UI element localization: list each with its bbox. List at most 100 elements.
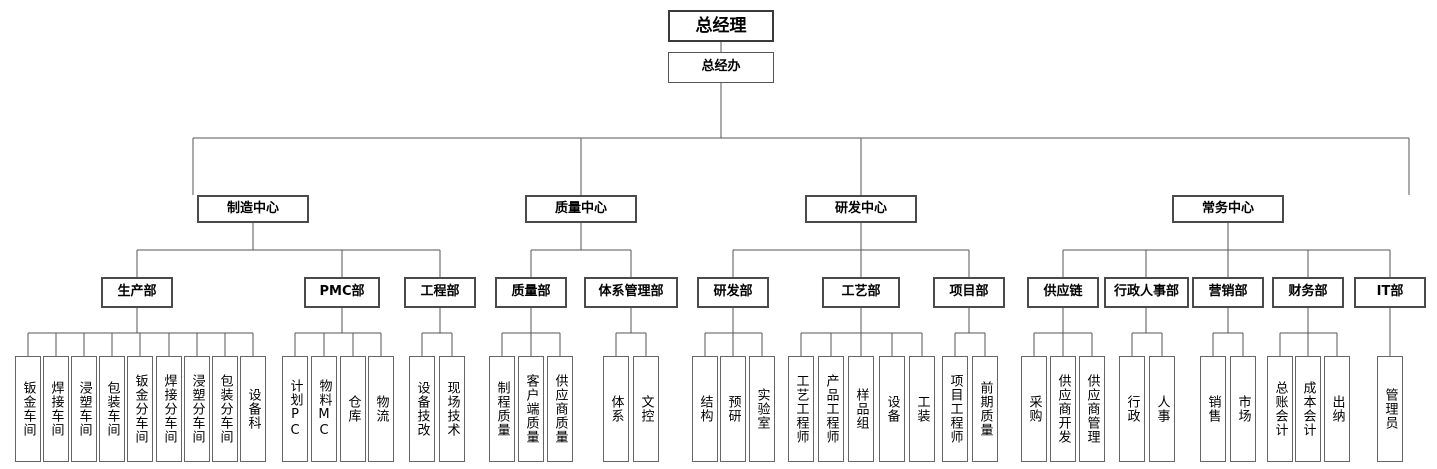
node-team-sample-group[interactable]: 样品组	[848, 356, 874, 462]
node-label: 质量部	[511, 284, 551, 300]
node-team-material-mc[interactable]: 物料MC	[311, 356, 337, 462]
node-label: 文控	[638, 395, 654, 423]
node-label: 项目部	[949, 284, 989, 300]
node-team-dip-coating-sub-workshop[interactable]: 浸塑分车间	[184, 356, 210, 462]
node-gm-office[interactable]: 总经办	[668, 52, 774, 83]
node-team-packaging-workshop[interactable]: 包装车间	[99, 356, 125, 462]
node-label: 预研	[725, 395, 741, 423]
node-label: 研发中心	[834, 200, 887, 216]
node-label: 钣金分车间	[132, 374, 148, 444]
node-label: 常务中心	[1201, 200, 1254, 216]
node-team-planning-pc[interactable]: 计划PC	[282, 356, 308, 462]
node-team-logistics[interactable]: 物流	[368, 356, 394, 462]
node-team-administration[interactable]: 行政	[1119, 356, 1145, 462]
node-dept-finance[interactable]: 财务部	[1272, 277, 1344, 308]
node-team-cost-accounting[interactable]: 成本会计	[1295, 356, 1321, 462]
node-team-equipment-upgrade[interactable]: 设备技改	[409, 356, 435, 462]
node-label: 物流	[373, 395, 389, 423]
node-team-welding-sub-workshop[interactable]: 焊接分车间	[156, 356, 182, 462]
node-team-administrator[interactable]: 管理员	[1377, 356, 1403, 462]
node-label: 客户端质量	[523, 374, 539, 444]
node-dept-admin-hr[interactable]: 行政人事部	[1104, 277, 1189, 308]
node-team-process-quality[interactable]: 制程质量	[489, 356, 515, 462]
node-label: 总经办	[701, 59, 741, 75]
node-team-process-engineer[interactable]: 工艺工程师	[788, 356, 814, 462]
node-label: 市场	[1235, 395, 1251, 423]
node-label: 供应商开发	[1055, 374, 1071, 444]
node-team-pre-research[interactable]: 预研	[720, 356, 746, 462]
node-dept-quality[interactable]: 质量部	[495, 277, 567, 308]
node-label: 销售	[1205, 395, 1221, 423]
node-label: 结构	[697, 395, 713, 423]
node-dept-pmc[interactable]: PMC部	[304, 277, 380, 308]
node-dept-project[interactable]: 项目部	[933, 277, 1005, 308]
node-team-human-resources[interactable]: 人事	[1149, 356, 1175, 462]
node-center-rd[interactable]: 研发中心	[805, 195, 917, 223]
node-team-structure[interactable]: 结构	[692, 356, 718, 462]
node-label: 研发部	[713, 284, 753, 300]
node-label: 供应商管理	[1084, 374, 1100, 444]
node-team-laboratory[interactable]: 实验室	[749, 356, 775, 462]
node-team-equipment-section[interactable]: 设备科	[240, 356, 266, 462]
node-label: 项目工程师	[947, 374, 963, 444]
node-label: 财务部	[1288, 284, 1328, 300]
node-label: 供应链	[1043, 284, 1083, 300]
node-label: 行政人事部	[1113, 284, 1179, 300]
node-dept-marketing[interactable]: 营销部	[1192, 277, 1264, 308]
node-team-sheet-metal-workshop[interactable]: 钣金车间	[15, 356, 41, 462]
node-label: 产品工程师	[823, 374, 839, 444]
node-label: 设备科	[245, 388, 261, 430]
node-dept-it[interactable]: IT部	[1354, 277, 1426, 308]
node-label: 仓库	[345, 395, 361, 423]
node-dept-production[interactable]: 生产部	[101, 277, 173, 308]
node-team-supplier-management[interactable]: 供应商管理	[1079, 356, 1105, 462]
node-dept-supply-chain[interactable]: 供应链	[1027, 277, 1099, 308]
node-dept-engineering[interactable]: 工程部	[404, 277, 476, 308]
node-label: 人事	[1154, 395, 1170, 423]
node-center-manufacturing[interactable]: 制造中心	[197, 195, 309, 223]
node-label: 行政	[1124, 395, 1140, 423]
node-team-tooling[interactable]: 工装	[909, 356, 935, 462]
node-team-dip-coating-workshop[interactable]: 浸塑车间	[71, 356, 97, 462]
node-dept-rd[interactable]: 研发部	[697, 277, 769, 308]
node-label: 工艺工程师	[793, 374, 809, 444]
node-label: 计划PC	[287, 379, 303, 439]
node-label: 制程质量	[494, 381, 510, 437]
node-label: 营销部	[1208, 284, 1248, 300]
node-team-product-engineer[interactable]: 产品工程师	[818, 356, 844, 462]
node-center-executive[interactable]: 常务中心	[1172, 195, 1284, 223]
node-general-manager[interactable]: 总经理	[668, 10, 774, 42]
node-label: 前期质量	[977, 381, 993, 437]
node-team-welding-workshop[interactable]: 焊接车间	[43, 356, 69, 462]
node-team-packaging-sub-workshop[interactable]: 包装分车间	[212, 356, 238, 462]
node-label: 供应商质量	[552, 374, 568, 444]
node-label: 出纳	[1329, 395, 1345, 423]
node-label: 焊接车间	[48, 381, 64, 437]
node-team-supplier-quality[interactable]: 供应商质量	[547, 356, 573, 462]
node-label: PMC部	[319, 284, 365, 300]
node-team-market[interactable]: 市场	[1230, 356, 1256, 462]
node-label: 设备技改	[414, 381, 430, 437]
node-team-customer-quality[interactable]: 客户端质量	[518, 356, 544, 462]
node-team-general-ledger-accounting[interactable]: 总账会计	[1267, 356, 1293, 462]
node-team-purchasing[interactable]: 采购	[1021, 356, 1047, 462]
node-team-sheet-metal-sub-workshop[interactable]: 钣金分车间	[127, 356, 153, 462]
node-label: 现场技术	[444, 381, 460, 437]
node-label: 体系	[608, 395, 624, 423]
node-team-early-stage-quality[interactable]: 前期质量	[972, 356, 998, 462]
node-team-supplier-development[interactable]: 供应商开发	[1050, 356, 1076, 462]
node-team-field-technology[interactable]: 现场技术	[439, 356, 465, 462]
node-team-project-engineer[interactable]: 项目工程师	[942, 356, 968, 462]
node-dept-system-management[interactable]: 体系管理部	[584, 277, 678, 308]
node-dept-process[interactable]: 工艺部	[822, 277, 900, 308]
node-label: 管理员	[1382, 388, 1398, 430]
node-label: IT部	[1376, 284, 1404, 300]
node-team-equipment[interactable]: 设备	[879, 356, 905, 462]
node-team-cashier[interactable]: 出纳	[1324, 356, 1350, 462]
node-team-sales[interactable]: 销售	[1200, 356, 1226, 462]
node-team-document-control[interactable]: 文控	[633, 356, 659, 462]
node-team-system[interactable]: 体系	[603, 356, 629, 462]
node-label: 成本会计	[1300, 381, 1316, 437]
node-center-quality[interactable]: 质量中心	[525, 195, 637, 223]
node-team-warehouse[interactable]: 仓库	[340, 356, 366, 462]
